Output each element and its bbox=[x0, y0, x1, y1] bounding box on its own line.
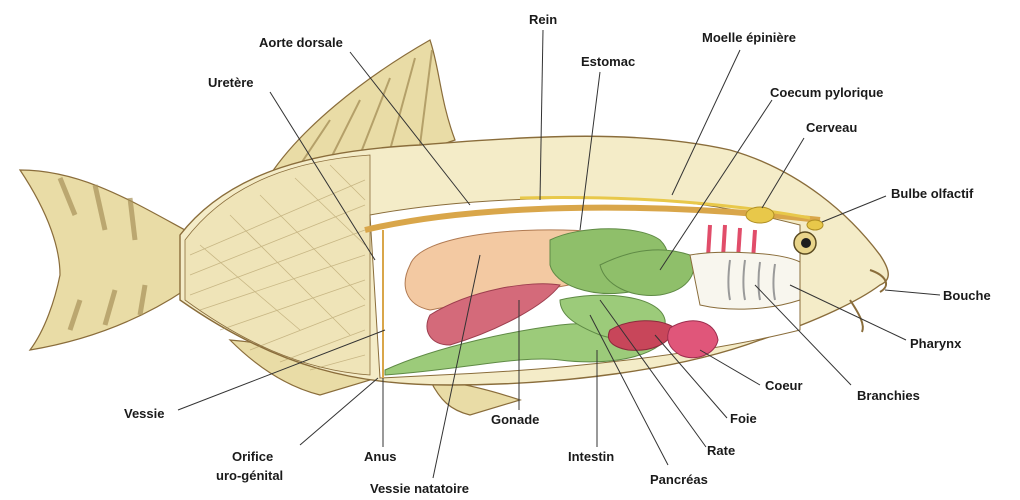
brain bbox=[746, 207, 774, 223]
caudal-fin bbox=[20, 170, 185, 350]
label-intestin: Intestin bbox=[568, 449, 614, 464]
label-coeur: Coeur bbox=[765, 378, 803, 393]
heart bbox=[668, 321, 718, 358]
label-vessie-natatoire: Vessie natatoire bbox=[370, 481, 469, 496]
label-cerveau: Cerveau bbox=[806, 120, 857, 135]
label-pharynx: Pharynx bbox=[910, 336, 962, 351]
fish-body-group bbox=[20, 40, 888, 415]
label-aorte-dorsale: Aorte dorsale bbox=[259, 35, 343, 50]
label-estomac: Estomac bbox=[581, 54, 635, 69]
label-branchies: Branchies bbox=[857, 388, 920, 403]
label-rate: Rate bbox=[707, 443, 735, 458]
eye-pupil bbox=[801, 238, 811, 248]
label-uro-genital: uro-génital bbox=[216, 468, 283, 483]
scale-area bbox=[185, 155, 370, 375]
olfactory-bulb bbox=[807, 220, 823, 230]
label-moelle-epiniere: Moelle épinière bbox=[702, 30, 796, 45]
label-pancreas: Pancréas bbox=[650, 472, 708, 487]
label-foie: Foie bbox=[730, 411, 757, 426]
label-anus: Anus bbox=[364, 449, 397, 464]
label-bulbe-olfactif: Bulbe olfactif bbox=[891, 186, 974, 201]
label-rein: Rein bbox=[529, 12, 557, 27]
label-gonade: Gonade bbox=[491, 412, 539, 427]
label-orifice: Orifice bbox=[232, 449, 273, 464]
label-uretere: Uretère bbox=[208, 75, 254, 90]
label-coecum-pylorique: Coecum pylorique bbox=[770, 85, 883, 100]
label-vessie: Vessie bbox=[124, 406, 165, 421]
label-bouche: Bouche bbox=[943, 288, 991, 303]
